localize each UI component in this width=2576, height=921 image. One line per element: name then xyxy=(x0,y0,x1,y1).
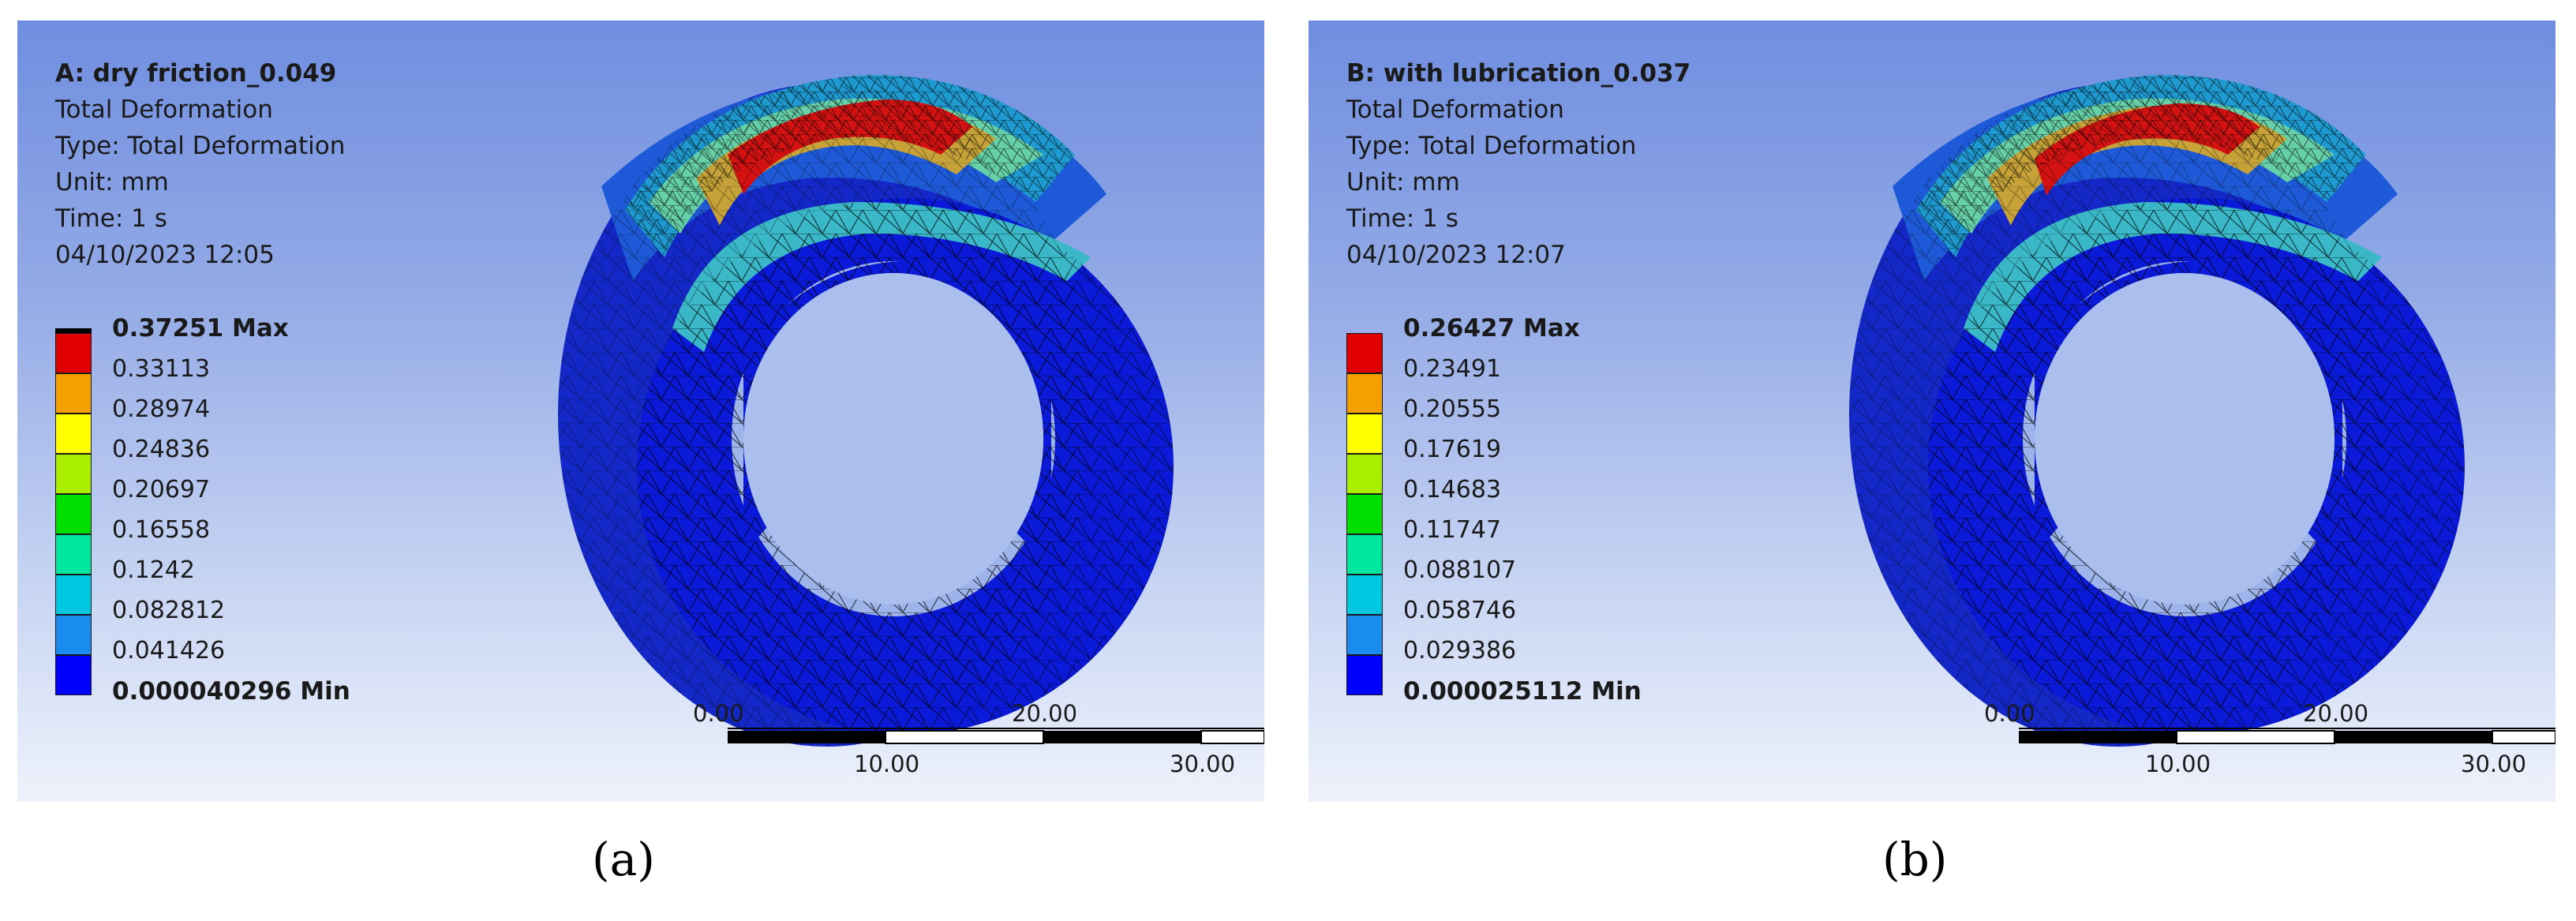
mesh-overlay xyxy=(1916,75,2366,258)
result-time: Time: 1 s xyxy=(1346,204,1458,233)
scale-segment xyxy=(885,730,1044,744)
result-info: A: dry friction_0.049 Total Deformation … xyxy=(55,55,345,273)
result-unit: Unit: mm xyxy=(55,168,169,197)
result-date: 04/10/2023 12:05 xyxy=(55,241,275,269)
scale-tick-label: 10.00 xyxy=(2145,751,2211,777)
legend-level: 0.11747 xyxy=(1403,516,1502,544)
scale-segment xyxy=(2334,731,2492,743)
legend-swatch xyxy=(1346,534,1383,575)
result-info: B: with lubrication_0.037 Total Deformat… xyxy=(1346,55,1690,273)
scale-tick-label: 20.00 xyxy=(2303,700,2368,727)
legend-level: 0.058746 xyxy=(1403,597,1517,624)
legend-max-label: 0.37251 Max xyxy=(112,314,289,343)
legend-swatch xyxy=(55,575,92,615)
legend-swatch xyxy=(55,414,92,454)
legend-swatch xyxy=(55,534,92,575)
legend-level: 0.17619 xyxy=(1403,436,1502,463)
scale-segment xyxy=(728,731,886,743)
panel-b: B: with lubrication_0.037 Total Deformat… xyxy=(1309,21,2555,802)
result-time: Time: 1 s xyxy=(55,204,167,233)
legend-swatch xyxy=(1346,615,1383,655)
scale-tick-label: 30.00 xyxy=(2461,751,2526,777)
result-title: A: dry friction_0.049 xyxy=(55,59,337,88)
legend-level: 0.14683 xyxy=(1403,476,1502,504)
legend-level: 0.029386 xyxy=(1403,637,1517,665)
legend-level: 0.28974 xyxy=(112,395,211,423)
scale-tick-label: 20.00 xyxy=(1012,700,1077,727)
legend-swatch xyxy=(1346,414,1383,454)
legend-swatch xyxy=(55,655,92,695)
legend-swatch xyxy=(55,333,92,373)
scale-segment xyxy=(2176,730,2335,744)
legend-level: 0.16558 xyxy=(112,516,211,544)
legend-min-label: 0.000040296 Min xyxy=(112,677,350,706)
legend-level: 0.20697 xyxy=(112,476,211,504)
panel-a: A: dry friction_0.049 Total Deformation … xyxy=(17,21,1264,802)
result-name: Total Deformation xyxy=(1346,95,1564,124)
legend-swatch xyxy=(55,494,92,534)
result-type: Type: Total Deformation xyxy=(55,132,346,160)
legend-level: 0.082812 xyxy=(112,597,226,624)
result-unit: Unit: mm xyxy=(1346,168,1460,197)
legend-level: 0.23491 xyxy=(1403,355,1502,383)
legend-level: 0.24836 xyxy=(112,436,211,463)
scale-tick-label: 10.00 xyxy=(854,751,919,777)
legend-swatch xyxy=(55,615,92,655)
legend-level: 0.33113 xyxy=(112,355,211,383)
scale-segment xyxy=(1043,731,1201,743)
scale-segment xyxy=(2019,731,2177,743)
scale-segment xyxy=(1200,730,1264,744)
legend-swatch xyxy=(1346,655,1383,695)
legend-min-label: 0.000025112 Min xyxy=(1403,677,1642,706)
bearing-model xyxy=(1849,75,2465,747)
bearing-model xyxy=(558,75,1174,747)
legend-level: 0.041426 xyxy=(112,637,226,665)
legend-swatch xyxy=(1346,494,1383,534)
legend-swatch xyxy=(1346,333,1383,373)
legend-max-marker xyxy=(55,328,92,333)
legend-level: 0.1242 xyxy=(112,556,195,584)
legend-swatch xyxy=(55,454,92,494)
result-type: Type: Total Deformation xyxy=(1346,132,1637,160)
bore-clear xyxy=(2035,273,2334,605)
caption-b: (b) xyxy=(1882,833,1948,886)
legend-swatch xyxy=(1346,575,1383,615)
legend-max-label: 0.26427 Max xyxy=(1403,314,1580,343)
legend-swatch xyxy=(55,373,92,414)
scale-bar: 0.00 20.00 10.00 30.00 xyxy=(1984,700,2555,777)
legend-swatch xyxy=(1346,454,1383,494)
scale-bar: 0.00 20.00 10.00 30.00 xyxy=(693,700,1264,777)
scale-segment xyxy=(2492,730,2555,744)
scale-tick-label: 30.00 xyxy=(1170,751,1235,777)
legend-swatch xyxy=(1346,373,1383,414)
scale-tick-label: 0.00 xyxy=(1984,700,2035,727)
legend-level: 0.20555 xyxy=(1403,395,1502,423)
result-date: 04/10/2023 12:07 xyxy=(1346,241,1566,269)
legend-level: 0.088107 xyxy=(1403,556,1517,584)
result-title: B: with lubrication_0.037 xyxy=(1346,59,1691,88)
bore-clear xyxy=(743,273,1043,605)
result-name: Total Deformation xyxy=(55,95,273,124)
scale-tick-label: 0.00 xyxy=(693,700,744,727)
caption-a: (a) xyxy=(592,833,655,886)
mesh-overlay xyxy=(625,75,1075,258)
